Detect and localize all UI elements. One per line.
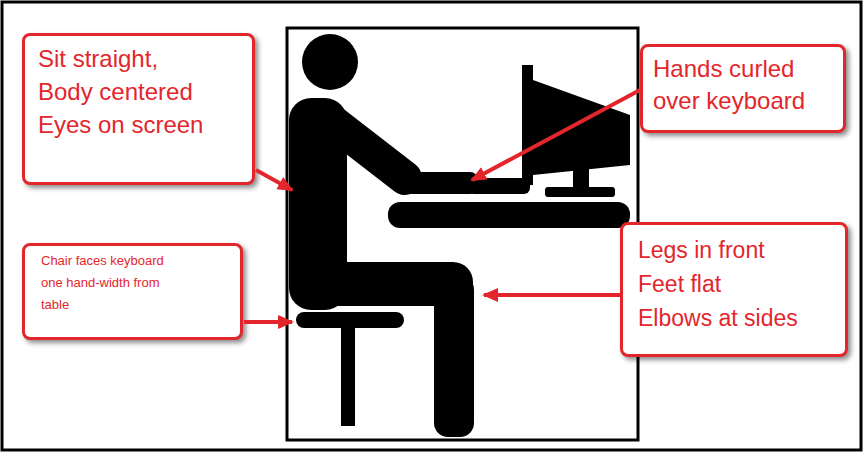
callout-box: Legs in front Feet flat Elbows at sides [620, 222, 848, 357]
callout-box: Hands curled over keyboard [640, 44, 846, 133]
head [302, 34, 358, 90]
chair-leg [341, 326, 355, 426]
pointer-arrow [472, 90, 640, 180]
lower-leg [434, 276, 474, 437]
forearm [405, 172, 455, 194]
person-pictogram [289, 34, 630, 437]
callout-text: Hands curled over keyboard [653, 53, 818, 117]
pointer-arrow [484, 293, 620, 297]
desk [388, 202, 630, 228]
callout-box: Sit straight, Body centered Eyes on scre… [22, 33, 255, 185]
callout-text: Sit straight, Body centered Eyes on scre… [38, 42, 210, 141]
pointer-arrow [256, 170, 292, 190]
callout-text: Chair faces keyboard one hand-width from… [41, 250, 171, 316]
picture-frame [287, 28, 638, 440]
chair-seat [296, 312, 404, 328]
keyboard [468, 178, 530, 194]
callout-text: Legs in front Feet flat Elbows at sides [638, 233, 800, 335]
pointer-arrow [244, 320, 292, 324]
upper-arm [330, 120, 405, 178]
monitor-screen [522, 65, 630, 185]
callout-box: Chair faces keyboard one hand-width from… [22, 243, 243, 340]
